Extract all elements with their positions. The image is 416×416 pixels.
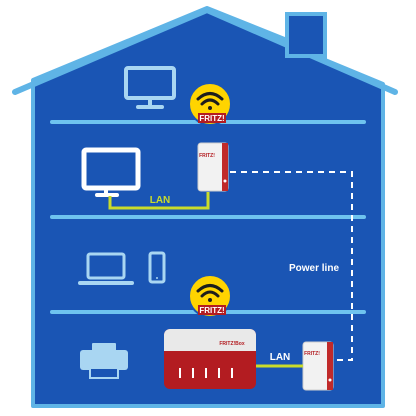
badge-label-top: FRITZ! bbox=[199, 114, 224, 123]
adapter-logo-top: FRITZ! bbox=[199, 153, 215, 159]
lan-cable-top bbox=[108, 192, 210, 210]
printer-icon bbox=[80, 343, 128, 379]
smartphone-icon bbox=[148, 251, 166, 284]
wifi-badge-bottom: FRITZ! bbox=[188, 274, 232, 318]
badge-tag-bottom bbox=[198, 305, 226, 315]
powerline-adapter-top: FRITZ! bbox=[197, 142, 229, 192]
router-leds bbox=[179, 368, 233, 378]
powerline-dashed-route bbox=[230, 171, 353, 361]
badge-tag-top bbox=[198, 113, 226, 123]
router-logo: FRITZ!Box bbox=[219, 341, 244, 347]
laptop-icon bbox=[78, 252, 134, 285]
lan-label-top: LAN bbox=[150, 195, 171, 206]
lan-label-bottom: LAN bbox=[270, 352, 291, 363]
chimney bbox=[285, 12, 327, 58]
wifi-icon bbox=[196, 92, 224, 110]
badge-label-bottom: FRITZ! bbox=[199, 306, 224, 315]
roof-line bbox=[12, 7, 398, 95]
wifi-badge-top: FRITZ! bbox=[188, 82, 232, 126]
tv-icon bbox=[81, 147, 141, 197]
wifi-icon bbox=[196, 284, 224, 302]
power-line-label: Power line bbox=[289, 263, 339, 274]
adapter-logo-bottom: FRITZ! bbox=[304, 351, 320, 357]
router-device: FRITZ!Box bbox=[164, 329, 256, 389]
powerline-adapter-bottom: FRITZ! bbox=[302, 341, 334, 391]
desktop-monitor-icon bbox=[124, 66, 176, 109]
